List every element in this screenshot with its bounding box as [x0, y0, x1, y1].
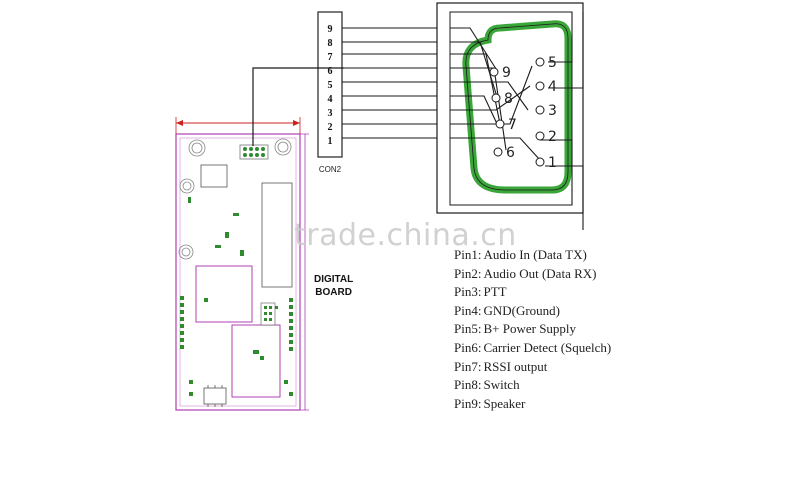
db9-pin-hole: [489, 67, 499, 77]
pin-number: Pin4:: [454, 302, 482, 318]
board-connector: [239, 144, 269, 160]
pin-number: Pin6:: [454, 339, 482, 355]
db9-pin: 2: [535, 129, 557, 145]
con2-connector-body: [317, 11, 343, 158]
db9-pins: 5 4 3 2 1 9 8 7 6: [489, 55, 557, 171]
board-label-line1: DIGITAL: [314, 274, 354, 285]
con2-pin-number: 2: [328, 122, 333, 133]
connection-wires: [342, 12, 584, 230]
con2-pin-number: 3: [328, 108, 333, 119]
db9-inner-shell: [449, 11, 573, 206]
pin-function: Carrier Detect (Squelch): [483, 339, 612, 355]
board-label-line2: BOARD: [315, 287, 352, 298]
width-dimension: [175, 117, 301, 134]
db9-ring-outline: [465, 23, 569, 191]
pin-description-item: Pin2:Audio Out (Data RX): [454, 265, 613, 284]
db9-pin-number: 7: [508, 117, 517, 133]
board-connector-pins: [243, 147, 265, 157]
left-header-pins: [180, 296, 184, 349]
pin-function: Audio In (Data TX): [483, 247, 587, 262]
pin-description-item: Pin7:RSSI output: [454, 358, 613, 377]
pin-description-item: Pin3:PTT: [454, 283, 613, 302]
height-dimension: [300, 133, 309, 411]
db9-connector: [436, 2, 584, 214]
db9-pin-hole: [491, 93, 501, 103]
db9-pin-number: 6: [506, 145, 515, 161]
db9-pin: 8: [491, 91, 513, 107]
db9-pin: 9: [489, 65, 511, 81]
db9-pin-number: 8: [504, 91, 513, 107]
con2-pin-number: 5: [328, 80, 333, 91]
db9-pin: 1: [535, 155, 557, 171]
pin-number: Pin5:: [454, 321, 482, 337]
pin-function: B+ Power Supply: [483, 321, 577, 337]
db9-pin: 6: [493, 145, 515, 161]
con2-pin-number: 9: [328, 24, 333, 35]
con2-pin-number: 8: [328, 38, 333, 49]
board-to-con2-wire: [252, 67, 344, 146]
con2-pin-number: 4: [328, 94, 333, 105]
pin-number: Pin1:: [454, 247, 482, 262]
pin-function: RSSI output: [483, 358, 548, 374]
pin-description-item: Pin9:Speaker: [454, 395, 613, 414]
db9-pin-hole: [535, 105, 545, 115]
con2-pin-labels: 9 8 7 6 5 4 3 2 1: [328, 24, 333, 147]
db9-pin-hole: [535, 81, 545, 91]
db9-pin-hole: [495, 119, 505, 129]
pin-number: Pin8:: [454, 377, 482, 393]
pcb-inner-outline: [179, 137, 297, 407]
jumper-header: [260, 302, 276, 326]
pin-description-item: Pin8:Switch: [454, 376, 613, 395]
db9-pin-number: 3: [548, 103, 557, 119]
pin-number: Pin2:: [454, 265, 482, 281]
pin-function: PTT: [483, 284, 507, 300]
pin-function: Switch: [483, 377, 520, 393]
rf-block: [231, 324, 281, 398]
db9-pin: 5: [535, 55, 557, 71]
db9-pin: 4: [535, 79, 557, 95]
db9-pin-number: 5: [548, 55, 557, 71]
con2-pin-number: 6: [328, 66, 333, 77]
db9-pin: 7: [495, 117, 517, 133]
module-block: [195, 265, 253, 323]
pin-number: Pin9:: [454, 395, 482, 411]
crystal: [203, 387, 227, 405]
ic-chip: [261, 182, 293, 288]
db9-pin-hole: [535, 57, 545, 67]
crystal-legs: [207, 385, 223, 407]
db9-pin: 3: [535, 103, 557, 119]
right-header-pins: [289, 298, 293, 351]
db9-pin-hole: [493, 147, 503, 157]
digital-board-label: DIGITAL BOARD: [314, 273, 353, 299]
db9-shell: [436, 2, 584, 214]
db9-pin-number: 1: [548, 155, 557, 171]
con2-pin-number: 1: [328, 136, 333, 147]
component-block: [200, 164, 228, 188]
pin-description-item: Pin5:B+ Power Supply: [454, 320, 613, 339]
digital-board-pcb: [175, 117, 309, 411]
db9-pin-number: 9: [502, 65, 511, 81]
pin-function: GND(Ground): [483, 302, 561, 318]
pin-description-list: Pin1:Audio In (Data TX)Pin2:Audio Out (D…: [454, 246, 613, 413]
pin-function: Audio Out (Data RX): [483, 265, 597, 281]
pin-function: Speaker: [483, 395, 526, 411]
pcb-outline: [175, 133, 301, 411]
pin-description-item: Pin1:Audio In (Data TX): [454, 246, 613, 265]
db9-pin-number: 2: [548, 129, 557, 145]
watermark-text: trade.china.cn: [294, 218, 517, 253]
con2-pin-number: 7: [328, 52, 333, 63]
con2-label: CON2: [319, 165, 342, 174]
pin-description-item: Pin6:Carrier Detect (Squelch): [454, 339, 613, 358]
mounting-holes: [178, 138, 292, 260]
db9-pin-hole: [535, 131, 545, 141]
pin-number: Pin3:: [454, 284, 482, 300]
pin-description-item: Pin4:GND(Ground): [454, 302, 613, 321]
db9-pin-hole: [535, 157, 545, 167]
db9-pin-number: 4: [548, 79, 557, 95]
pin-number: Pin7:: [454, 358, 482, 374]
smd-parts: [188, 197, 293, 396]
